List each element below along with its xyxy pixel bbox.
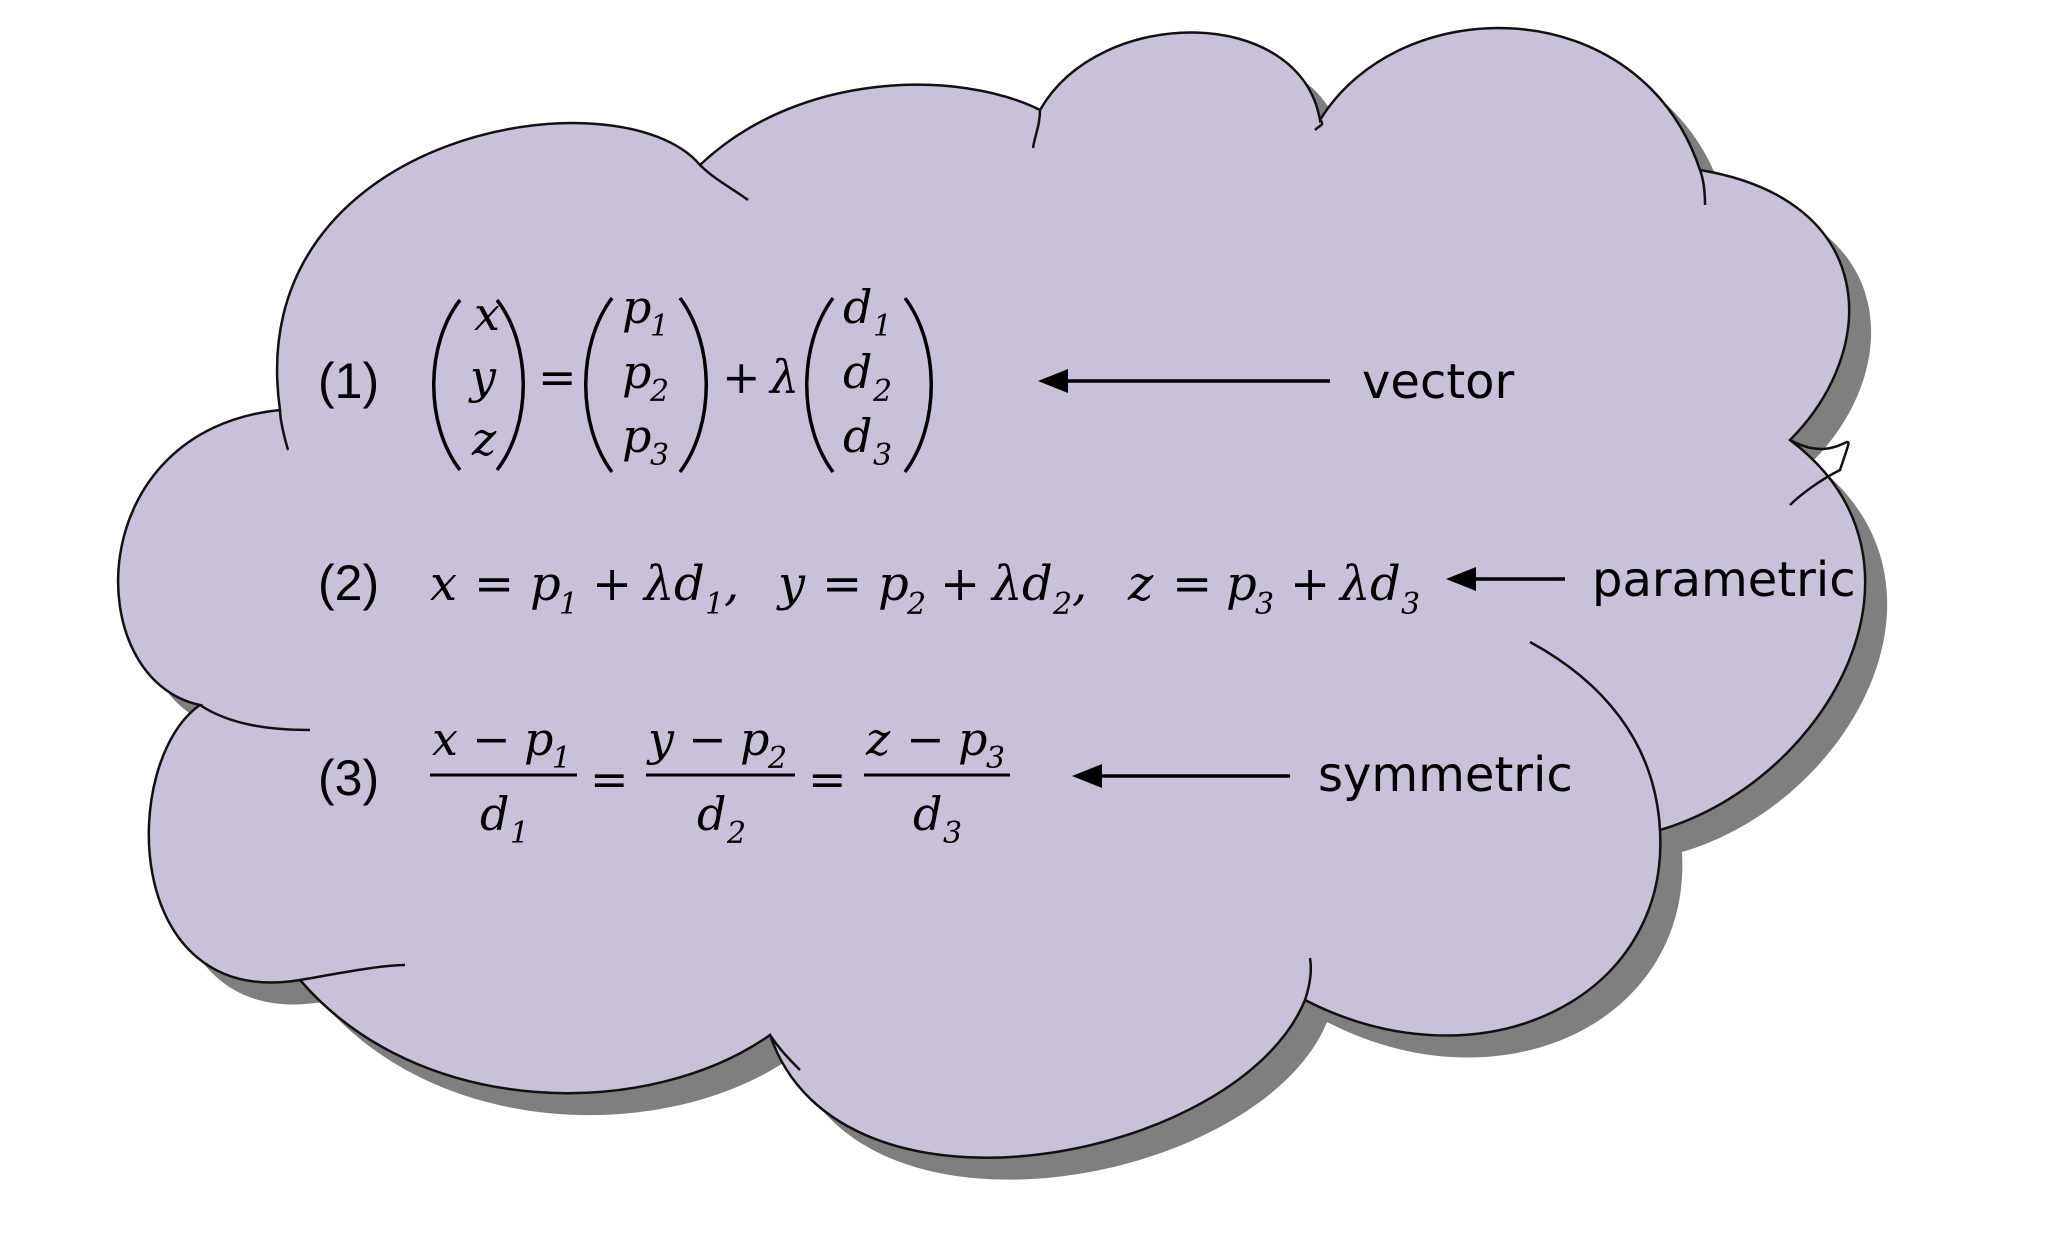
numerator-var-x: x: [432, 712, 458, 766]
p-symbol: p: [524, 712, 553, 766]
vector-entry-z: z: [471, 412, 497, 466]
denominator-d: d: [480, 787, 509, 841]
subscript-1: 1: [552, 741, 571, 776]
cloud-inner-arcs: [199, 109, 1850, 1071]
vector-entry-x: x: [474, 287, 500, 341]
label-symmetric: symmetric: [1318, 747, 1573, 803]
minus-sign: −: [472, 712, 511, 766]
d-entry-3: d: [843, 409, 872, 463]
label-parametric: parametric: [1592, 552, 1856, 608]
equation-3-symmetric-form: (3) x − p 1 d 1 = y − p 2 d 2 = z − p 3 …: [318, 712, 1573, 851]
equals-sign: =: [538, 350, 577, 404]
subscript-3: 3: [650, 438, 669, 473]
arrow-head: [1072, 764, 1102, 788]
d-symbol: d: [1370, 556, 1401, 612]
p-symbol: p: [1226, 556, 1257, 612]
equals-sign: =: [808, 752, 847, 806]
subscript-1: 1: [705, 587, 724, 622]
subscript-3: 3: [1401, 587, 1420, 622]
left-paren: [805, 296, 835, 474]
right-paren: [495, 298, 525, 472]
p-entry-3: p: [622, 409, 651, 463]
d-entry-2: d: [843, 345, 872, 399]
equation-number-3: (3): [318, 750, 379, 806]
label-vector: vector: [1362, 354, 1515, 410]
lambda-symbol: λ: [642, 556, 674, 612]
subscript-3: 3: [1255, 587, 1274, 622]
d-entry-1: d: [843, 280, 872, 334]
equals-sign: =: [1172, 556, 1212, 612]
lambda-symbol: λ: [1338, 556, 1370, 612]
var-z: z: [1127, 556, 1154, 612]
subscript-1: 1: [650, 309, 669, 344]
subscript-2: 2: [767, 741, 787, 776]
subscript-2: 2: [649, 374, 669, 409]
var-y: y: [776, 556, 806, 612]
p-symbol: p: [878, 556, 909, 612]
plus-sign: +: [592, 556, 632, 612]
d-symbol: d: [1022, 556, 1053, 612]
right-paren: [903, 296, 933, 474]
p-symbol: p: [740, 712, 769, 766]
equals-sign: =: [822, 556, 862, 612]
subscript-1: 1: [559, 587, 578, 622]
comma: ,: [724, 556, 739, 612]
subscript-1: 1: [873, 309, 892, 344]
right-paren: [678, 296, 708, 474]
plus-sign: +: [1290, 556, 1330, 612]
numerator-var-z: z: [865, 712, 891, 766]
minus-sign: −: [906, 712, 945, 766]
equation-2-parametric-form: (2) x = p 1 + λ d 1 , y = p 2 + λ d 2 , …: [318, 552, 1856, 622]
equals-sign: =: [590, 752, 629, 806]
equals-sign: =: [474, 556, 514, 612]
denominator-d: d: [697, 787, 726, 841]
p-entry-1: p: [622, 280, 651, 334]
subscript-2: 2: [1052, 587, 1072, 622]
subscript-3: 3: [873, 438, 892, 473]
comma: ,: [1072, 556, 1087, 612]
arrow-head: [1038, 369, 1068, 393]
subscript-3: 3: [943, 816, 962, 851]
equation-number-2: (2): [318, 555, 379, 611]
minus-sign: −: [688, 712, 727, 766]
subscript-1: 1: [510, 816, 529, 851]
p-symbol: p: [530, 556, 561, 612]
vector-entry-y: y: [468, 350, 497, 404]
p-entry-2: p: [622, 345, 651, 399]
plus-sign: +: [940, 556, 980, 612]
left-paren: [584, 296, 614, 474]
plus-sign: +: [722, 350, 761, 404]
lambda-symbol: λ: [990, 556, 1022, 612]
equation-number-1: (1): [318, 353, 379, 409]
equation-1-vector-form: (1) x y z = p 1 p 2 p 3 + λ d 1 d 2 d 3 …: [318, 280, 1515, 474]
arrow-head: [1446, 567, 1476, 591]
denominator-d: d: [913, 787, 942, 841]
subscript-3: 3: [986, 741, 1005, 776]
var-x: x: [430, 556, 457, 612]
subscript-2: 2: [726, 816, 746, 851]
numerator-var-y: y: [646, 712, 675, 766]
d-symbol: d: [674, 556, 705, 612]
lambda-symbol: λ: [768, 350, 799, 404]
left-paren: [432, 298, 462, 472]
subscript-2: 2: [906, 587, 926, 622]
subscript-2: 2: [872, 374, 892, 409]
p-symbol: p: [958, 712, 987, 766]
